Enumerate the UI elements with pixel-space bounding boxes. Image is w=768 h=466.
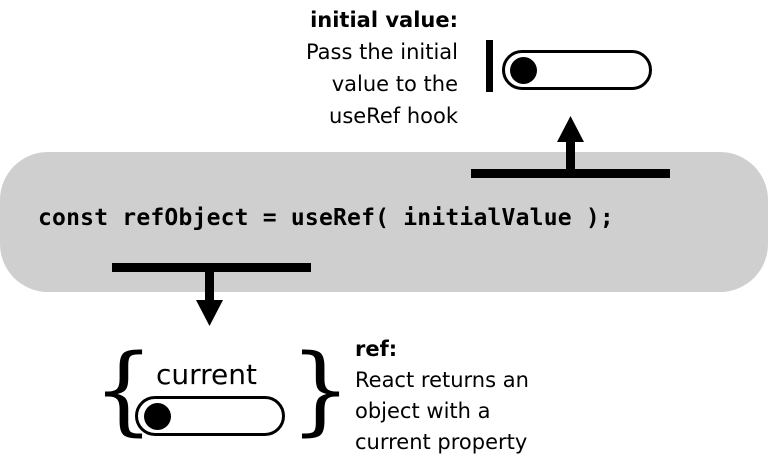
initial-value-line-1: Pass the initial	[305, 40, 458, 64]
toggle-knob	[510, 57, 537, 84]
vertical-bar-icon	[486, 40, 493, 92]
ref-title: ref:	[355, 337, 398, 361]
arrow-down-shaft	[205, 268, 214, 302]
arrow-up-shaft	[566, 140, 575, 172]
ref-annotation: ref: React returns an object with a curr…	[355, 334, 529, 458]
close-brace: }	[290, 334, 352, 446]
initial-value-line-3: useRef hook	[329, 104, 458, 128]
initial-value-title: initial value:	[310, 8, 458, 32]
toggle-knob	[144, 403, 171, 430]
current-property-label: current	[156, 358, 258, 391]
initial-value-underline	[471, 169, 670, 178]
ref-line-3: current property	[355, 430, 528, 454]
toggle-switch-icon	[502, 50, 652, 90]
arrow-up-head	[557, 116, 584, 142]
arrow-up-icon	[471, 116, 670, 178]
arrow-down-icon	[112, 263, 311, 326]
arrow-down-head	[196, 300, 223, 326]
code-line: const refObject = useRef( initialValue )…	[38, 205, 614, 231]
toggle-switch-icon	[135, 396, 285, 436]
initial-value-line-2: value to the	[331, 72, 458, 96]
ref-line-1: React returns an	[355, 368, 529, 392]
ref-line-2: object with a	[355, 399, 491, 423]
initial-value-annotation: initial value: Pass the initial value to…	[306, 4, 458, 132]
ref-object-underline	[112, 263, 311, 272]
